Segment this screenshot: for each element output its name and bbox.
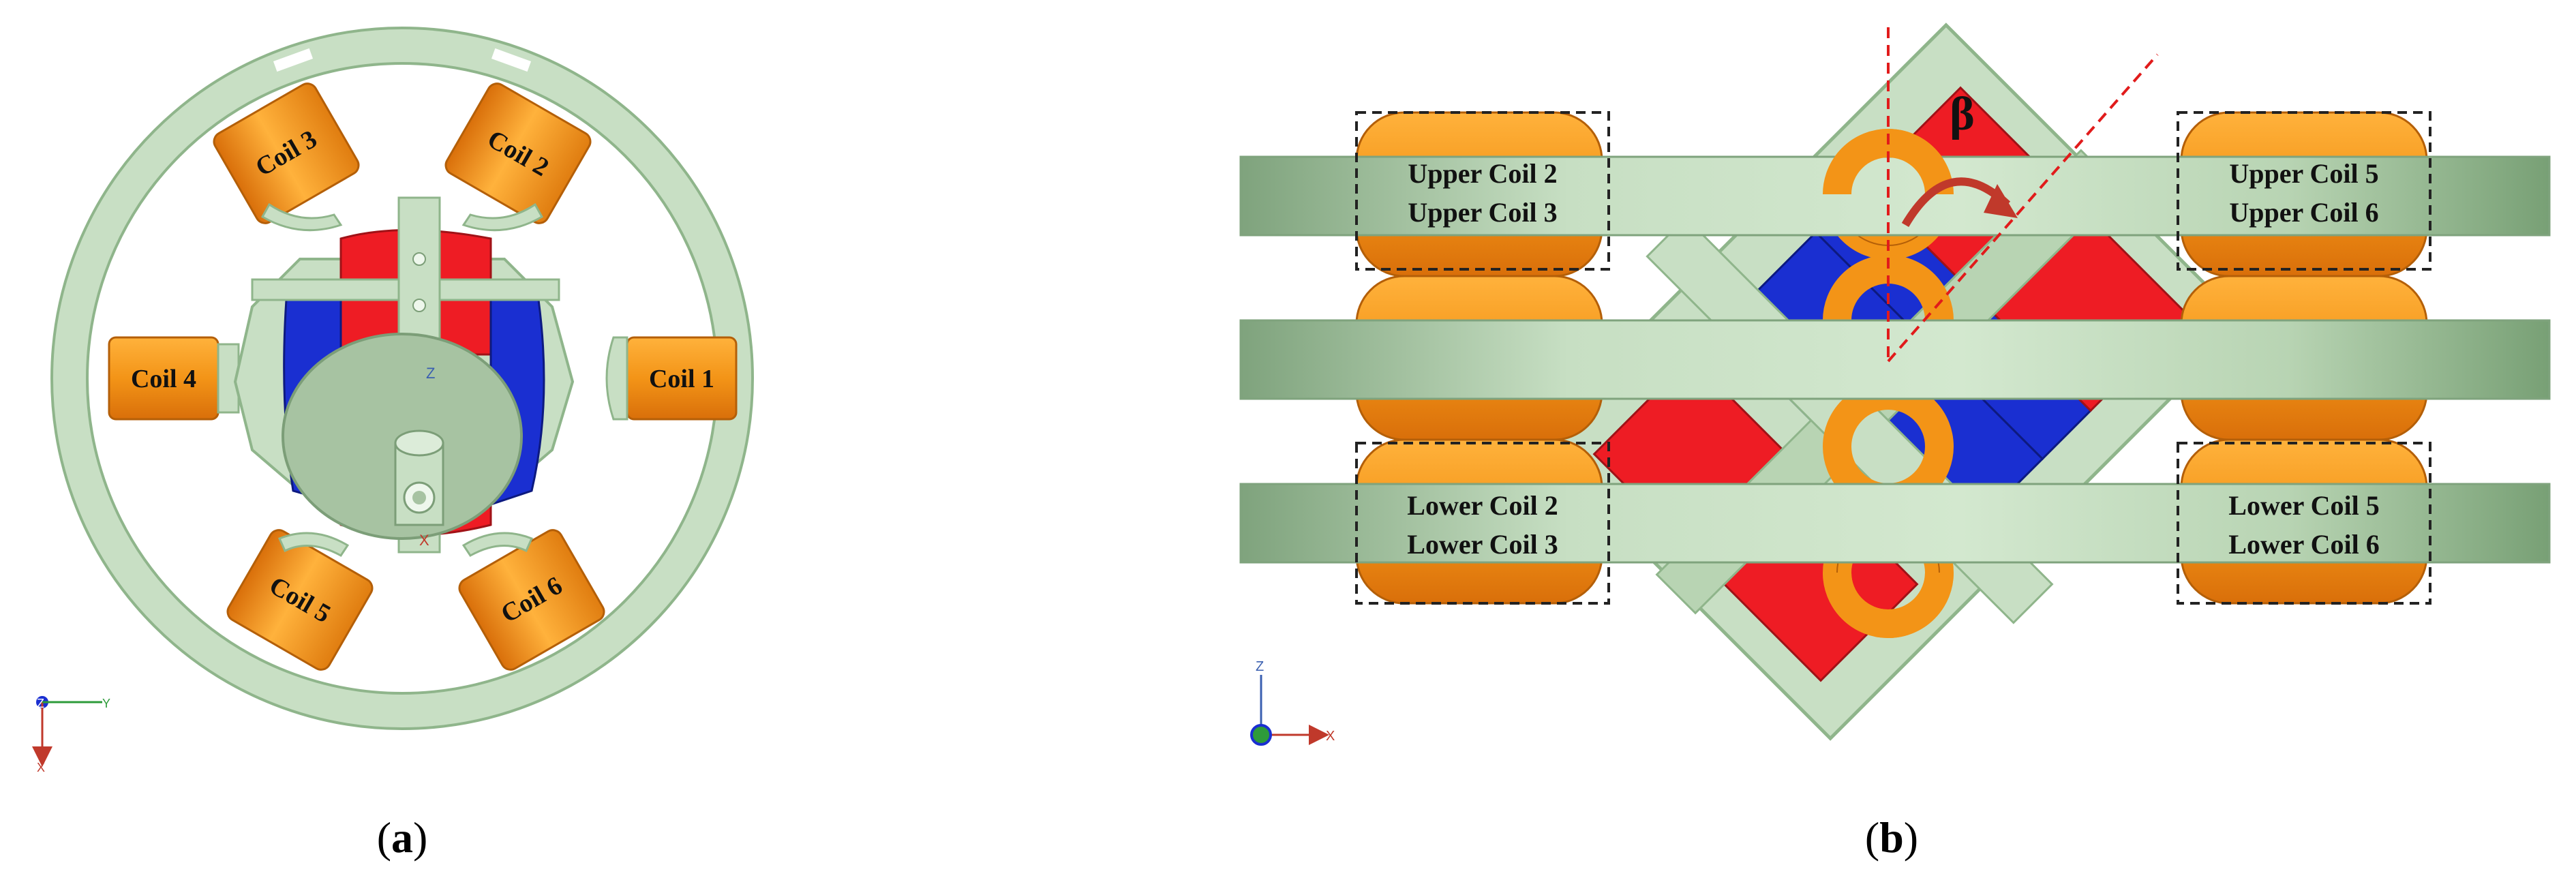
beta-angle-label: β [1950, 88, 1975, 140]
middle-bar [1239, 319, 2551, 400]
triad-b-x: X [1326, 729, 1335, 744]
coil-3: Coil 3 [213, 82, 360, 224]
rotor-axis-x-label: X [419, 532, 429, 549]
coil-1-label: Coil 1 [649, 365, 714, 393]
panel-a: Coil 3 Coil 2 Coil 4 Coil 1 Coil 5 Coil … [32, 27, 754, 862]
lower-coil-3-label: Lower Coil 3 [1407, 529, 1558, 560]
triad-a-x: X [37, 761, 45, 774]
axis-triad-a: Z Y X [32, 696, 110, 774]
upper-coil-3-label: Upper Coil 3 [1408, 197, 1557, 228]
triad-b-z: Z [1256, 659, 1264, 674]
caption-a: (a) [377, 813, 428, 862]
group-box-upper-left: Upper Coil 2 Upper Coil 3 [1355, 111, 1610, 271]
group-box-lower-left: Lower Coil 2 Lower Coil 3 [1355, 442, 1610, 605]
coil-6: Coil 6 [458, 529, 605, 671]
rotor-bolt-hole [412, 252, 426, 266]
rotor-assembly: Z X [233, 196, 575, 554]
ring-slots [273, 48, 532, 72]
panel-b: Upper Coil 2 Upper Coil 3 Upper Coil 5 U… [1239, 22, 2551, 862]
group-box-lower-right: Lower Coil 5 Lower Coil 6 [2177, 442, 2431, 605]
lower-coil-2-label: Lower Coil 2 [1407, 490, 1558, 521]
lower-bar [1239, 483, 2551, 564]
rotor-axis-z-label: Z [426, 365, 435, 382]
triad-a-y: Y [102, 697, 110, 710]
rotor-shaft-top [394, 429, 444, 457]
coil-6-pole-shoe [461, 532, 534, 557]
coil-3-pole-shoe [260, 202, 343, 232]
coil-5-pole-shoe [277, 532, 350, 557]
triad-a-z: Z [37, 697, 44, 710]
coil-4: Coil 4 [108, 336, 240, 421]
group-box-upper-right: Upper Coil 5 Upper Coil 6 [2177, 111, 2431, 271]
upper-coil-2-label: Upper Coil 2 [1408, 158, 1557, 189]
rotor-bolt-hole [412, 299, 426, 312]
lower-coil-6-label: Lower Coil 6 [2228, 529, 2379, 560]
coil-1: Coil 1 [605, 336, 738, 421]
caption-b: (b) [1865, 813, 1918, 862]
tilted-axis-line [1887, 53, 2159, 363]
coil-2-pole-shoe [461, 202, 544, 232]
coil-2: Coil 2 [444, 82, 592, 224]
coil-4-label: Coil 4 [131, 365, 196, 393]
coil-5: Coil 5 [226, 529, 374, 671]
upper-coil-5-label: Upper Coil 5 [2229, 158, 2378, 189]
lower-coil-5-label: Lower Coil 5 [2228, 490, 2379, 521]
upper-coil-6-label: Upper Coil 6 [2229, 197, 2378, 228]
axis-triad-b: Z X [1250, 659, 1335, 746]
upper-bar [1239, 155, 2551, 237]
